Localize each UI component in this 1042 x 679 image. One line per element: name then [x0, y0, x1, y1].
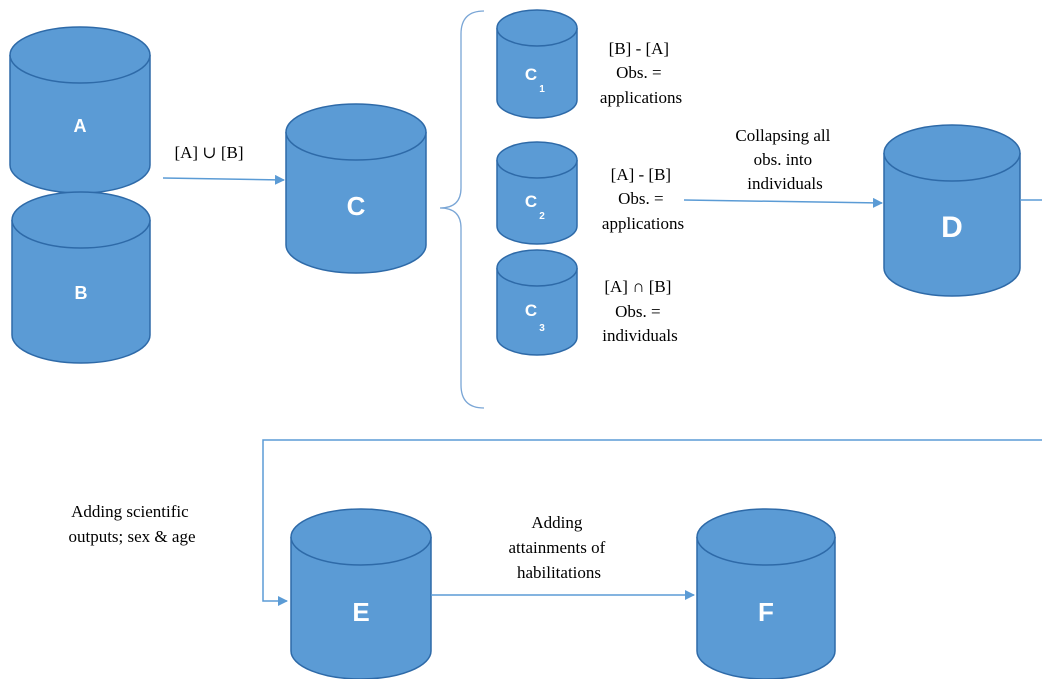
arrow-c-to-d — [683, 197, 883, 208]
cylinder-c2: C 2 — [496, 141, 578, 245]
arrow-loop-to-e — [262, 439, 1042, 606]
cylinder-c3-label: C — [525, 301, 537, 320]
cylinder-f-label: F — [758, 597, 774, 627]
collapse-annotation: Collapsing all obs. into individuals — [735, 126, 834, 193]
collapse-annotation-line3: individuals — [747, 174, 823, 193]
cylinder-c: C — [285, 103, 427, 274]
cylinder-e: E — [290, 508, 432, 679]
cylinder-c2-top — [496, 141, 578, 179]
cylinder-c1-top — [496, 9, 578, 47]
cylinder-c2-label: C — [525, 192, 537, 211]
c2-annotation: [A] - [B] Obs. = applications — [602, 165, 684, 233]
c1-annotation-line3: applications — [600, 88, 682, 107]
cylinder-c-label: C — [347, 191, 366, 221]
cylinder-d-label: D — [941, 211, 963, 244]
cylinder-c3-subscript: 3 — [539, 323, 545, 334]
c1-annotation: [B] - [A] Obs. = applications — [600, 39, 682, 107]
scientific-annotation-line1: Adding scientific — [71, 502, 189, 521]
cylinder-c1: C 1 — [496, 9, 578, 119]
cylinder-c3-top — [496, 249, 578, 287]
habilitations-annotation: Adding attainments of habilitations — [508, 513, 609, 582]
habilitations-annotation-line2: attainments of — [508, 538, 605, 557]
scientific-annotation-line2: outputs; sex & age — [68, 527, 195, 546]
scientific-annotation: Adding scientific outputs; sex & age — [68, 502, 195, 546]
cylinder-f-top — [696, 508, 836, 566]
union-label: [A] ∪ [B] — [174, 143, 243, 162]
c1-annotation-line1: [B] - [A] — [609, 39, 669, 58]
arrow-ab-to-c — [162, 174, 285, 185]
cylinder-b-body — [11, 220, 151, 364]
collapse-annotation-line1: Collapsing all — [735, 126, 830, 145]
cylinder-a-label: A — [74, 116, 87, 136]
cylinder-c1-subscript: 1 — [539, 84, 545, 95]
cylinder-e-label: E — [352, 597, 369, 627]
cylinder-c-body — [285, 132, 427, 274]
c2-annotation-line3: applications — [602, 214, 684, 233]
cylinder-c2-body — [496, 160, 578, 245]
cylinder-a-top — [9, 26, 151, 84]
cylinder-c-top — [285, 103, 427, 161]
cylinder-f: F — [696, 508, 836, 679]
habilitations-annotation-line1: Adding — [531, 513, 583, 532]
cylinder-b-top — [11, 191, 151, 249]
c3-annotation-line3: individuals — [602, 326, 678, 345]
cylinder-a: A — [9, 26, 151, 194]
cylinder-c1-body — [496, 28, 578, 119]
c2-annotation-line2: Obs. = — [618, 189, 663, 208]
habilitations-annotation-line3: habilitations — [517, 563, 601, 582]
c3-annotation-line2: Obs. = — [615, 302, 660, 321]
split-brace — [439, 10, 485, 409]
cylinder-b: B — [11, 191, 151, 364]
c2-annotation-line1: [A] - [B] — [611, 165, 671, 184]
cylinder-e-body — [290, 537, 432, 679]
c3-annotation: [A] ∩ [B] Obs. = individuals — [602, 277, 678, 345]
cylinder-c3-body — [496, 268, 578, 356]
collapse-annotation-line2: obs. into — [754, 150, 813, 169]
c1-annotation-line2: Obs. = — [616, 63, 661, 82]
cylinder-b-label: B — [75, 283, 88, 303]
cylinder-c3: C 3 — [496, 249, 578, 356]
cylinder-c1-label: C — [525, 65, 537, 84]
c3-annotation-line1: [A] ∩ [B] — [604, 277, 671, 296]
cylinder-d: D — [883, 124, 1021, 297]
cylinder-d-top — [883, 124, 1021, 182]
cylinder-f-body — [696, 537, 836, 679]
cylinder-d-body — [883, 153, 1021, 297]
cylinder-e-top — [290, 508, 432, 566]
cylinder-c2-subscript: 2 — [539, 211, 545, 222]
